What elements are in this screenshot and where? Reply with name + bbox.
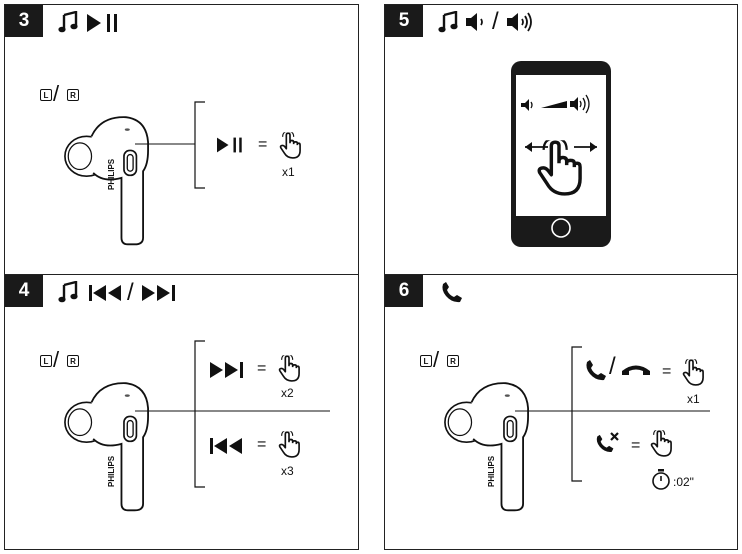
next-track-icon (142, 285, 175, 301)
tap-count-previous: x3 (281, 464, 294, 478)
previous-track-icon (89, 285, 121, 301)
panel-track-skip: 4 / L / R PHILIPS = x2 = x3 (4, 274, 359, 550)
step-number: 5 (385, 5, 423, 37)
phone-icon (585, 359, 607, 381)
pointer-line (515, 346, 710, 482)
equals-sign: = (662, 363, 672, 380)
lr-slash: / (53, 347, 60, 372)
swipe-hand-icon (536, 140, 582, 198)
volume-down-icon (466, 13, 483, 31)
panel-calls: 6 L / R PHILIPS / = x1 = :02" (384, 274, 738, 550)
equals-sign: = (257, 436, 267, 453)
lr-slash: / (53, 81, 60, 106)
play-pause-icon (217, 137, 242, 153)
equals-sign: = (631, 437, 641, 454)
tap-count-answer: x1 (687, 392, 700, 406)
timer-icon (652, 469, 670, 490)
step-number: 6 (385, 275, 423, 307)
right-key: R (67, 89, 79, 101)
tap-hand-icon (278, 355, 300, 383)
slash-separator: / (609, 353, 616, 380)
tap-count-next: x2 (281, 386, 294, 400)
step-number: 4 (5, 275, 43, 307)
lr-slash: / (433, 347, 440, 372)
tap-hand-icon (278, 431, 300, 459)
panel-play-pause: 3 L / R PHILIPS = x1 (4, 4, 359, 276)
left-key: L (40, 355, 52, 367)
pointer-line (135, 340, 330, 488)
left-key: L (40, 89, 52, 101)
previous-track-icon (210, 438, 242, 454)
hold-duration: :02" (673, 475, 694, 489)
tap-hand-icon (682, 359, 704, 387)
slash-separator: / (127, 279, 134, 306)
panel-volume: 5 / (384, 4, 738, 276)
hang-up-icon (622, 365, 650, 375)
tap-hand-icon (650, 430, 672, 458)
pointer-line (135, 101, 205, 189)
equals-sign: = (257, 360, 267, 377)
next-track-icon (210, 362, 243, 378)
play-pause-icon (87, 14, 117, 32)
tap-hand-icon (279, 132, 301, 160)
volume-up-icon (507, 12, 532, 32)
left-key: L (420, 355, 432, 367)
right-key: R (67, 355, 79, 367)
step-number: 3 (5, 5, 43, 37)
music-note-icon (438, 11, 458, 33)
equals-sign: = (258, 136, 268, 153)
reject-call-icon (593, 432, 619, 454)
slash-separator: / (492, 8, 499, 35)
right-key: R (447, 355, 459, 367)
tap-count: x1 (282, 165, 295, 179)
